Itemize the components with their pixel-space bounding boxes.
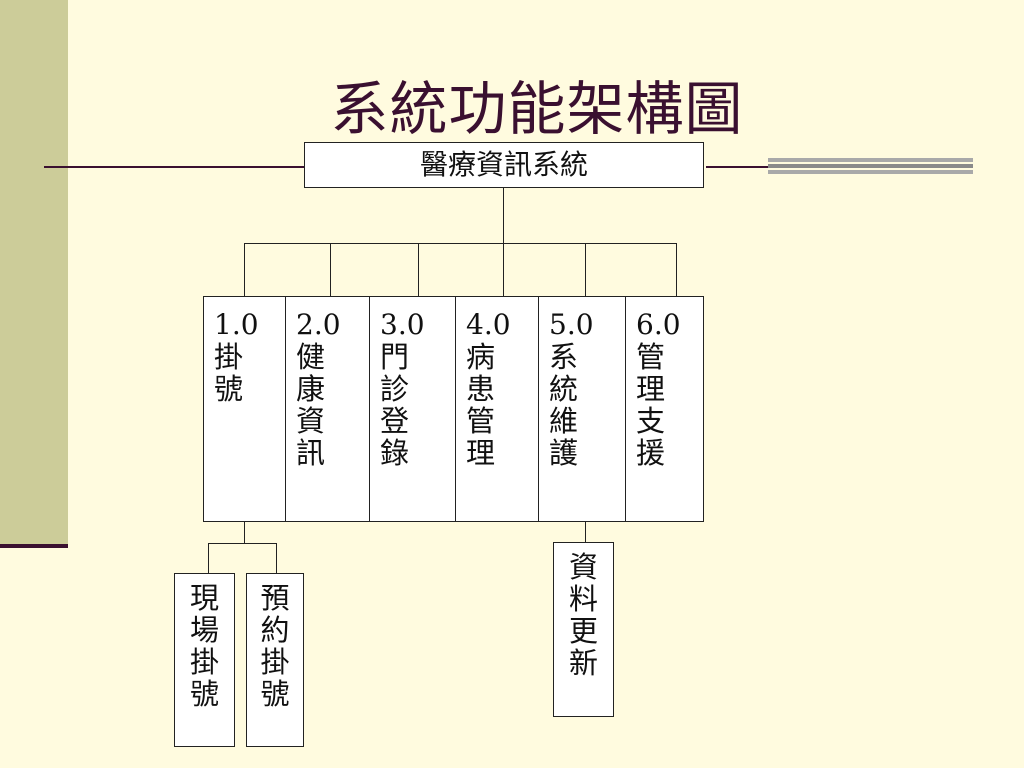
module-label: 健康資訊 (296, 340, 326, 470)
connector-module-5 (585, 243, 586, 296)
module-number: 6.0 (636, 308, 681, 341)
module-row: 1.0 掛號 2.0 健康資訊 3.0 門診登錄 4.0 病患管理 5.0 系統… (203, 296, 704, 522)
module-number: 3.0 (380, 308, 425, 341)
submodule-walkin-registration: 現場掛號 (174, 573, 235, 747)
decorative-stripes (768, 158, 973, 178)
connector-module-4 (503, 243, 504, 296)
slide-title: 系統功能架構圖 (330, 75, 744, 143)
module-registration: 1.0 掛號 (204, 297, 286, 521)
submodule-label: 預約掛號 (260, 581, 290, 711)
connector-module-3 (418, 243, 419, 296)
module-number: 4.0 (466, 308, 511, 341)
submodule-data-update: 資料更新 (553, 542, 614, 717)
module-label: 管理支援 (636, 340, 666, 470)
module-label: 系統維護 (549, 340, 579, 470)
connector-appointment (276, 543, 277, 573)
left-band-underline (0, 544, 68, 548)
title-rule-right (706, 166, 770, 168)
module-number: 2.0 (296, 308, 341, 341)
connector-registration-bus (208, 543, 276, 544)
connector-registration-down (244, 522, 245, 544)
module-label: 掛號 (214, 340, 244, 406)
title-rule-left (44, 166, 304, 168)
connector-root-down (503, 188, 504, 243)
submodule-appointment-registration: 預約掛號 (246, 573, 304, 747)
connector-maintenance-down (585, 522, 586, 542)
submodule-label: 現場掛號 (189, 581, 219, 711)
connector-module-6 (676, 243, 677, 296)
module-number: 1.0 (214, 308, 259, 341)
module-health-info: 2.0 健康資訊 (286, 297, 370, 521)
submodule-label: 資料更新 (568, 550, 598, 680)
module-number: 5.0 (549, 308, 594, 341)
connector-bus (244, 243, 676, 244)
left-decorative-band (0, 0, 68, 548)
module-system-maintenance: 5.0 系統維護 (539, 297, 626, 521)
module-label: 門診登錄 (380, 340, 410, 470)
module-label: 病患管理 (466, 340, 496, 470)
module-outpatient: 3.0 門診登錄 (370, 297, 456, 521)
connector-module-1 (244, 243, 245, 296)
connector-module-2 (330, 243, 331, 296)
module-management-support: 6.0 管理支援 (626, 297, 705, 521)
root-node: 醫療資訊系統 (304, 142, 704, 188)
connector-walkin (208, 543, 209, 573)
module-patient-management: 4.0 病患管理 (456, 297, 539, 521)
